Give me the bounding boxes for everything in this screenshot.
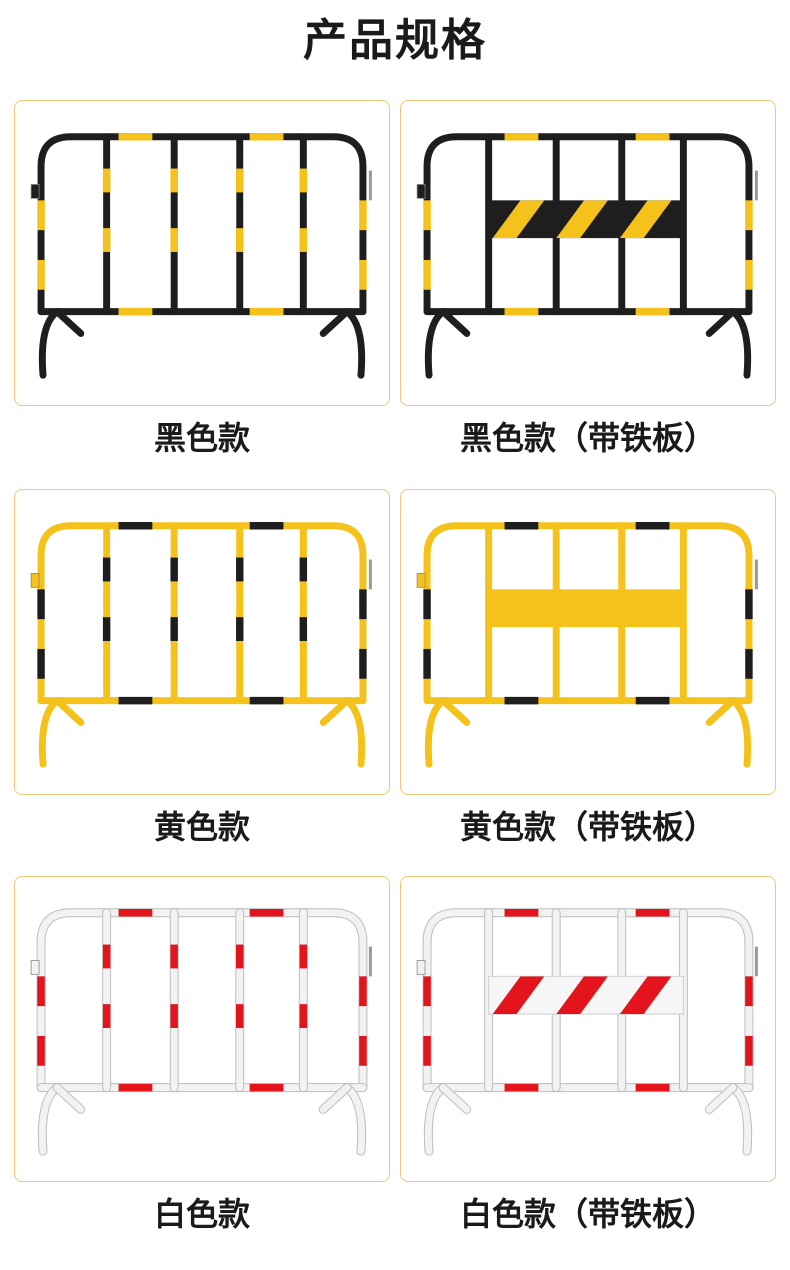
barrier-foot-left <box>424 697 447 768</box>
barrier-frame <box>423 133 753 316</box>
barrier-foot-left <box>38 308 61 379</box>
barrier-plate-stripe-3 <box>619 976 672 1015</box>
barrier-hook-left <box>416 960 426 975</box>
barrier-hook-right <box>754 170 758 201</box>
product-caption: 白色款（带铁板） <box>459 1195 716 1233</box>
barrier-hook-right <box>754 946 758 977</box>
barrier-foot-left-brace <box>53 697 85 726</box>
barrier-frame <box>37 522 367 705</box>
barrier-image <box>30 133 372 379</box>
barrier-hook-left <box>416 184 426 199</box>
barrier-hook-left <box>416 573 426 588</box>
barrier-foot-right <box>343 308 366 379</box>
barrier-plate-stripes <box>492 976 735 1015</box>
barrier-image <box>30 522 372 768</box>
barrier-frame <box>423 522 753 705</box>
barrier-foot-left-brace <box>53 308 85 337</box>
barrier-foot-left-brace <box>439 697 471 726</box>
barrier-foot-left <box>38 697 61 768</box>
barrier-image <box>416 908 758 1156</box>
barrier-plate <box>488 589 684 628</box>
barrier-image <box>416 522 758 768</box>
barrier-foot-right <box>729 308 752 379</box>
barrier-image <box>416 133 758 379</box>
product-card-yellow-with-plate[interactable] <box>400 489 776 795</box>
barrier-foot-right-brace <box>319 1084 351 1113</box>
barrier-hook-right <box>368 559 372 590</box>
product-card-black-with-plate[interactable] <box>400 100 776 406</box>
barrier-frame <box>423 909 753 1092</box>
barrier-foot-right-brace <box>705 1084 737 1113</box>
barrier-foot-left-brace <box>439 308 471 337</box>
barrier-frame <box>37 133 367 316</box>
barrier-plate-stripes <box>492 200 735 239</box>
barrier-hook-left <box>30 184 40 199</box>
barrier-plate-stripe-2 <box>556 976 608 1015</box>
barrier-foot-right-brace <box>319 697 351 726</box>
barrier-frame-outline <box>36 908 368 1093</box>
product-card-yellow[interactable] <box>14 489 390 795</box>
product-card-white-with-plate[interactable] <box>400 876 776 1182</box>
barrier-foot-right-brace <box>705 308 737 337</box>
barrier-plate-stripe-1 <box>492 976 545 1015</box>
product-caption: 白色款 <box>153 1195 250 1233</box>
barrier-hook-left <box>30 960 40 975</box>
barrier-foot-left <box>424 308 447 379</box>
barrier-hook-left <box>30 573 40 588</box>
barrier-plate-stripe-1 <box>492 200 545 239</box>
barrier-foot-right-brace <box>705 697 737 726</box>
product-caption: 黑色款 <box>153 419 250 457</box>
barrier-foot-right <box>343 697 366 768</box>
barrier-hook-right <box>754 559 758 590</box>
barrier-foot-left-brace <box>53 1084 85 1113</box>
barrier-plate-stripe-3 <box>619 200 672 239</box>
barrier-hook-right <box>368 946 372 977</box>
barrier-plate-stripe-4 <box>683 976 735 1014</box>
barrier-image <box>30 908 372 1156</box>
product-caption: 黑色款（带铁板） <box>459 419 716 457</box>
page-title: 产品规格 <box>303 15 487 66</box>
barrier-plate-stripe-2 <box>556 200 608 239</box>
barrier-hook-right <box>368 170 372 201</box>
barrier-foot-right <box>729 697 752 768</box>
barrier-plate-stripe-4 <box>683 200 735 238</box>
product-caption: 黄色款 <box>153 808 250 846</box>
product-card-black[interactable] <box>14 100 390 406</box>
product-caption: 黄色款（带铁板） <box>459 808 716 846</box>
barrier-foot-left-brace <box>439 1084 471 1113</box>
product-card-white[interactable] <box>14 876 390 1182</box>
barrier-frame <box>37 909 367 1092</box>
barrier-foot-right-brace <box>319 308 351 337</box>
